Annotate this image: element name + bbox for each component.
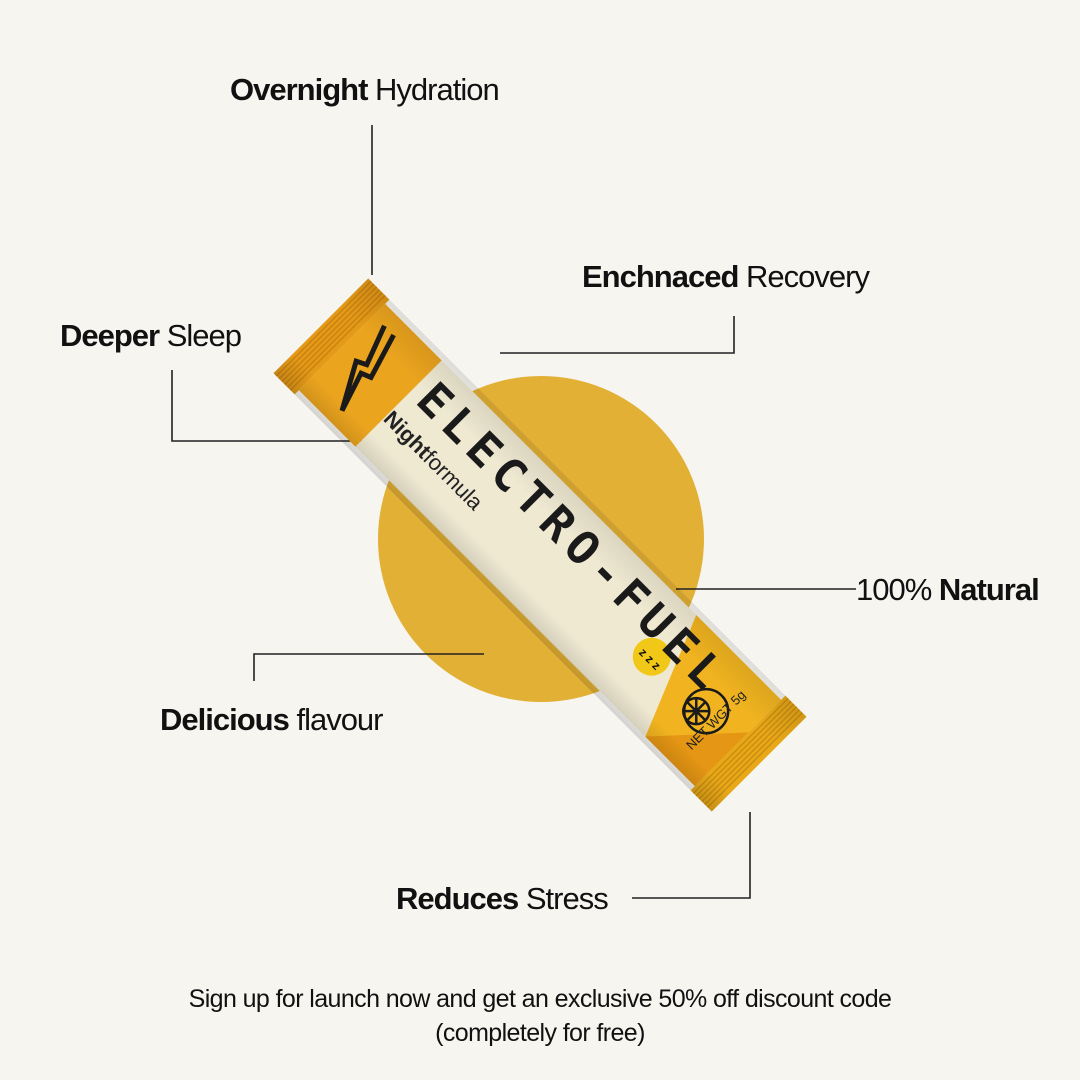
callout-delicious-flavour: Delicious flavour xyxy=(160,702,384,737)
callout-line-flavour xyxy=(253,653,484,681)
footer-line-1: Sign up for launch now and get an exclus… xyxy=(188,985,892,1013)
callout-deeper-sleep: Deeper Sleep xyxy=(60,318,242,353)
packet-body: z z z xyxy=(273,278,807,812)
callout-line-stress xyxy=(632,812,751,899)
callout-line-sleep xyxy=(171,370,372,442)
lightning-logo-icon xyxy=(339,324,396,412)
callout-line-recovery xyxy=(500,316,735,354)
callout-natural: 100% Natural xyxy=(856,572,1040,607)
footer-line-2: (completely for free) xyxy=(435,1019,645,1047)
callout-reduces-stress: Reduces Stress xyxy=(396,881,609,916)
zzz-sleep-icon: z z z xyxy=(632,637,671,676)
callout-enhanced-recovery: Enchnaced Recovery xyxy=(582,259,870,294)
orange-fruit-icon xyxy=(682,687,730,735)
product-packet: z z z ELECTRO-FUEL Nightformula xyxy=(268,273,812,817)
callout-overnight-hydration: Overnight Hydration xyxy=(230,72,500,107)
signup-footer: Sign up for launch now and get an exclus… xyxy=(0,982,1080,1050)
